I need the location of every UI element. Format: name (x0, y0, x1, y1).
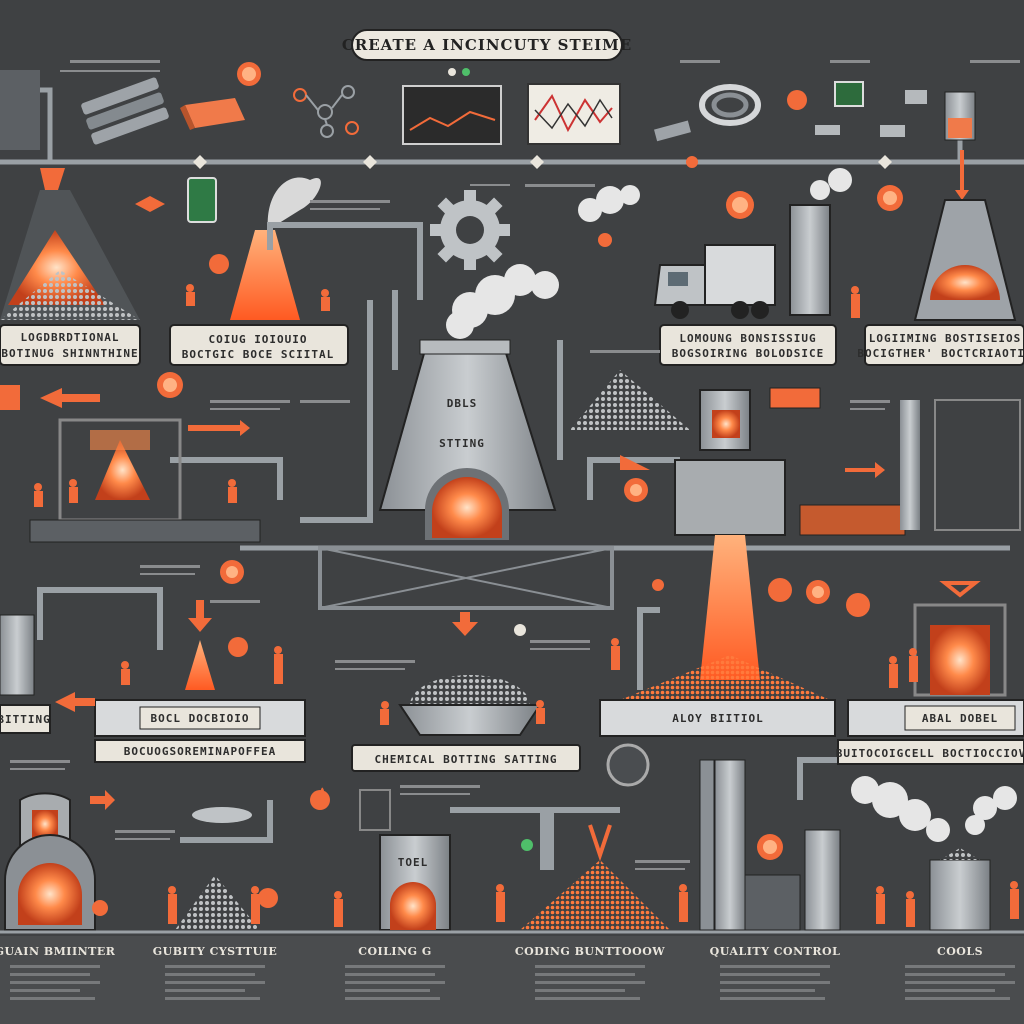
svg-text:ABAL DOBEL: ABAL DOBEL (922, 712, 998, 725)
stage-label: COIUG IOIOUIO (208, 333, 307, 346)
raw-steel-bars-icon (81, 77, 169, 145)
footer-item: GUAIN BMIINTER (0, 945, 116, 958)
stage-right-top-b: LOGIIMING BOSTISEIOS BOCIGTHER' BOCTCRIA… (857, 199, 1024, 366)
footer-item: CODING BUNTTOOOW (515, 945, 665, 958)
furnace-label: STTING (439, 437, 485, 450)
central-furnace: DBLS STTING (318, 339, 614, 610)
stage-mid-left-box: BOCL DOCBIOIO BOCUOGSOREMINAPOFFEA (55, 560, 306, 763)
stage-label: BOCL DOCBIOIO (150, 712, 249, 725)
footer-item: GUBITY CYSTTUIE (153, 945, 277, 958)
stage-label: LOGDBRDTIONAL (20, 331, 119, 344)
stage-label: BOCTGIC BOCE SCIITAL (182, 348, 334, 361)
gauge-icon (606, 743, 650, 787)
bottom-pile-1 (92, 807, 278, 930)
svg-text:TOEL: TOEL (398, 856, 429, 869)
ingot-icon (180, 98, 245, 130)
chart-monitor-icon (402, 83, 621, 145)
footer: GUAIN BMIINTER GUBITY CYSTTUIE COILING G… (0, 945, 983, 958)
bottom-kiln-left (4, 790, 115, 931)
gear-icon (430, 190, 510, 270)
stage-pouring: COIUG IOIOUIO BOCTGIC BOCE SCIITAL (135, 177, 349, 366)
stage-label: CHEMICAL BOTTING SATTING (375, 753, 558, 766)
ladle-icon (944, 91, 976, 200)
converter-right (620, 387, 1021, 700)
left-tank (0, 614, 35, 696)
title-banner: CREATE A INCINCUTY STEIME (342, 29, 632, 61)
ore-pile (570, 370, 690, 430)
phone-icon (834, 81, 864, 107)
left-edge-label: BITTING (0, 704, 51, 734)
footer-item: COOLS (937, 945, 983, 958)
stage-label: BOCIGTHER' BOCTCRIAOTIC (857, 347, 1024, 360)
page-title: CREATE A INCINCUTY STEIME (342, 36, 632, 54)
svg-text:BITTING: BITTING (0, 713, 51, 726)
stage-label: LOGIIMING BOSTISEIOS (869, 332, 1021, 345)
stage-label: BOGSOIRING BOLODSICE (672, 347, 824, 360)
steam-icon (851, 776, 1017, 842)
placeholder-lines (10, 60, 1020, 870)
footer-placeholder-lines (10, 965, 1015, 1000)
alloy-furnace-right: ABAL DOBEL BUITOCOIGCELL BOCTIOCCIOV (836, 581, 1024, 765)
stage-label: BOTINUG SHINNTHINE (1, 347, 138, 360)
phone-icon (187, 177, 217, 223)
alloy-label: ALOY BIITIOL (599, 699, 836, 737)
chemical-bowl: CHEMICAL BOTTING SATTING (351, 612, 581, 772)
stage-label: LOMOUNG BONSISSIUG (679, 332, 816, 345)
coil-icon (699, 84, 761, 126)
worker-icon (34, 284, 1019, 927)
stage-right-top-a: LOMOUNG BONSISSIUG BOGSOIRING BOLODSICE (659, 324, 837, 366)
silo (789, 204, 831, 316)
footer-item: COILING G (358, 945, 432, 958)
svg-text:ALOY BIITIOL: ALOY BIITIOL (672, 712, 763, 725)
svg-text:BUITOCOIGCELL BOCTIOCCIOV: BUITOCOIGCELL BOCTIOCCIOV (836, 747, 1024, 760)
truck-icon (653, 244, 776, 319)
footer-item: QUALITY CONTROL (710, 945, 841, 958)
furnace-label: DBLS (447, 397, 478, 410)
circuit-icon (293, 85, 359, 138)
bottom-towers-right (699, 759, 991, 931)
stage-left-top: LOGDBRDTIONAL BOTINUG SHINNTHINE (0, 70, 141, 366)
stage-label: BOCUOGSOREMINAPOFFEA (124, 745, 276, 758)
stage-mid-left (0, 372, 261, 543)
steam-icon (446, 168, 852, 339)
